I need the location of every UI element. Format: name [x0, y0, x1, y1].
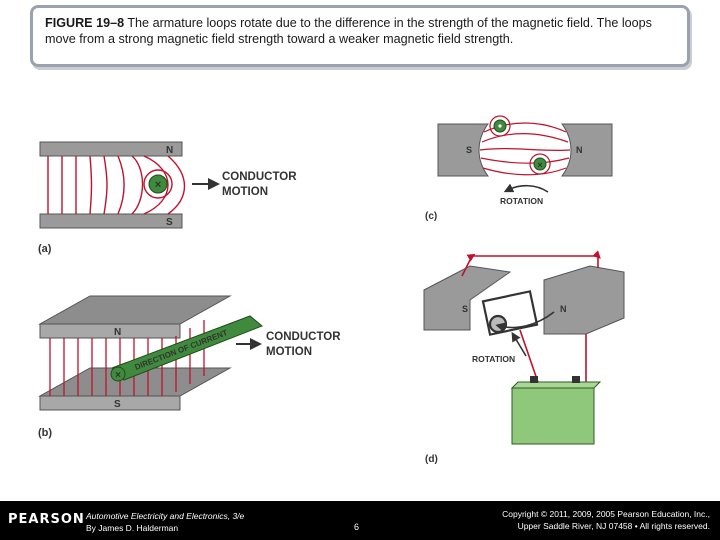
- copyright-line2: Upper Saddle River, NJ 07458 • All right…: [517, 521, 710, 531]
- figure-caption: FIGURE 19–8 The armature loops rotate du…: [45, 15, 679, 47]
- pole-n-b-label: N: [114, 327, 121, 338]
- page-number: 6: [354, 522, 360, 532]
- field-lines-c: [479, 115, 571, 176]
- book-author: By James D. Halderman: [86, 523, 179, 533]
- figure-illustration: × N S CONDUCTOR MOTION (a) × DIRECTION O…: [38, 115, 625, 465]
- pole-s-d-label: S: [462, 304, 468, 314]
- battery-d: [510, 376, 602, 445]
- copyright-line1: Copyright © 2011, 2009, 2005 Pearson Edu…: [502, 509, 710, 519]
- copyright: Copyright © 2011, 2009, 2005 Pearson Edu…: [502, 508, 710, 532]
- pole-n-a: [39, 141, 183, 157]
- pole-s-b-label: S: [114, 399, 121, 410]
- pole-n-c: [561, 123, 613, 177]
- conductor-c-bottom: [533, 157, 547, 171]
- figure-label: FIGURE 19–8: [45, 16, 125, 30]
- panel-b: × DIRECTION OF CURRENT N S CONDUCTOR MOT…: [38, 295, 341, 439]
- book-info: Automotive Electricity and Electronics, …: [86, 510, 244, 534]
- motion-a-line2: MOTION: [222, 186, 268, 198]
- motion-b-line2: MOTION: [266, 346, 312, 358]
- pole-n-c-label: N: [576, 145, 583, 155]
- caption-box: FIGURE 19–8 The armature loops rotate du…: [30, 5, 690, 67]
- pole-s-a-label: S: [166, 217, 173, 228]
- pole-s-c-label: S: [466, 145, 472, 155]
- motion-a-line1: CONDUCTOR: [222, 171, 297, 183]
- panel-d: S N ROTATION (d): [423, 250, 625, 465]
- motion-b-line1: CONDUCTOR: [266, 331, 341, 343]
- pole-s-a: [39, 213, 183, 229]
- footer-bar: PEARSON Automotive Electricity and Elect…: [0, 501, 720, 540]
- svg-text:×: ×: [537, 160, 542, 170]
- panel-d-label: (d): [425, 454, 438, 465]
- panel-c-label: (c): [425, 211, 437, 222]
- svg-text:×: ×: [115, 370, 121, 381]
- pole-n-b: [38, 295, 232, 325]
- conductor-a: [148, 174, 168, 194]
- pole-s-c: [437, 123, 489, 177]
- book-title: Automotive Electricity and Electronics, …: [86, 511, 245, 521]
- pole-n-d: [543, 265, 625, 335]
- pole-n-a-label: N: [166, 145, 173, 156]
- panel-c: × S N ROTATION (c): [425, 115, 613, 222]
- pole-n-d-label: N: [560, 304, 567, 314]
- conductor-a-x: ×: [155, 179, 161, 191]
- field-lines-a: [47, 155, 185, 215]
- panel-a-label: (a): [38, 243, 52, 255]
- caption-text: The armature loops rotate due to the dif…: [45, 16, 652, 46]
- panel-b-label: (b): [38, 427, 52, 439]
- pole-s-d: [423, 265, 512, 331]
- rotation-c-label: ROTATION: [500, 196, 543, 206]
- pearson-logo: PEARSON: [8, 512, 85, 527]
- rotation-d-label: ROTATION: [472, 354, 515, 364]
- panel-a: × N S CONDUCTOR MOTION (a): [38, 141, 297, 255]
